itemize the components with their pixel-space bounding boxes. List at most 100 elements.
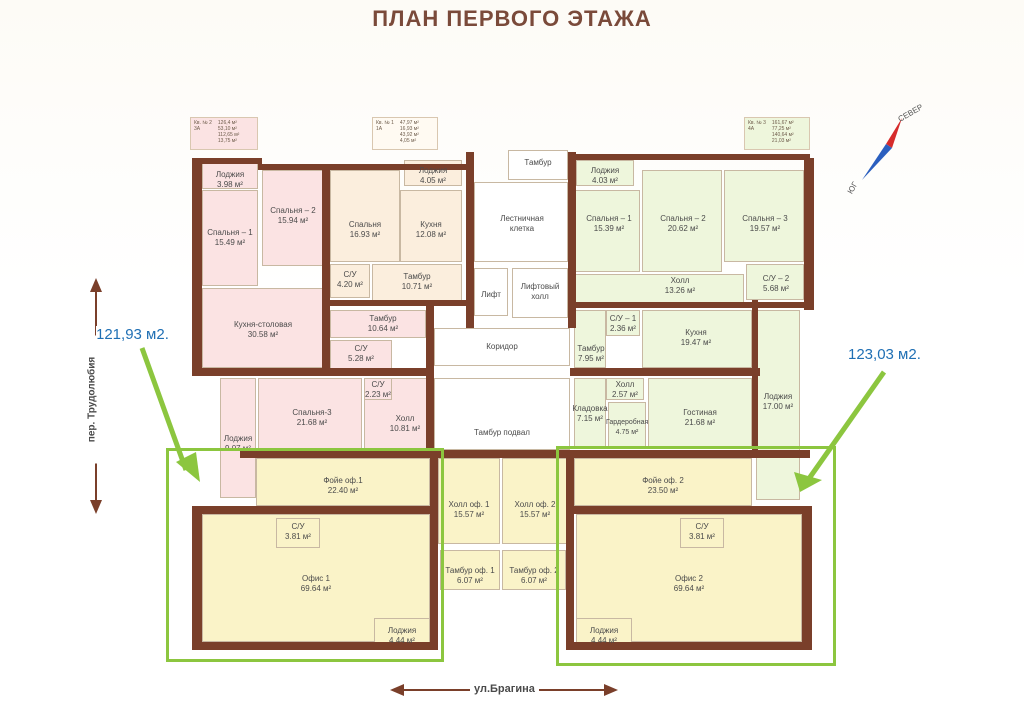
room-spalnya-3-right xyxy=(724,170,804,262)
room-tambur-top xyxy=(508,150,568,180)
room-su-b xyxy=(330,340,392,370)
wall-vert-c xyxy=(752,300,758,450)
wall-office-mid-left xyxy=(430,450,438,650)
label-lift: Лифт xyxy=(481,290,501,299)
room-koridor xyxy=(434,328,570,366)
wall-core-right xyxy=(568,152,576,328)
room-spalnya-1-right xyxy=(574,190,640,272)
label-lift-holl: Лифтовый холл xyxy=(520,282,560,301)
street-bottom-label: ул.Брагина xyxy=(470,683,539,695)
room-foye-1 xyxy=(256,458,430,506)
wall-vert-b xyxy=(426,300,434,450)
wall-top-mid-right xyxy=(570,154,810,160)
office-1-highlight xyxy=(166,448,444,662)
room-su-of-2 xyxy=(680,518,724,548)
room-su-c xyxy=(364,378,392,400)
label-lestnichnaya: Лестничная клетка xyxy=(500,214,544,233)
room-su-2-right xyxy=(746,264,804,300)
wall-h-3 xyxy=(240,450,810,458)
room-tambur-right xyxy=(574,310,606,368)
wall-office-right xyxy=(802,506,812,648)
room-spalnya-2-right xyxy=(642,170,722,272)
office-2-highlight xyxy=(556,446,836,666)
wall-outer-left xyxy=(192,158,202,374)
room-kuhnya-right xyxy=(642,310,752,368)
room-su-1-right xyxy=(606,310,640,336)
wall-core-left xyxy=(466,152,474,328)
wall-outer-top-left xyxy=(192,158,262,164)
room-kuhnya-a xyxy=(400,190,462,262)
room-holl-small xyxy=(606,378,644,400)
wall-h-2 xyxy=(570,368,760,376)
page-title: ПЛАН ПЕРВОГО ЭТАЖА xyxy=(372,6,652,31)
room-lodzhia-c xyxy=(220,378,256,498)
callout-left-area: 121,93 м2. xyxy=(96,326,169,343)
room-tambur-of-1 xyxy=(440,550,500,590)
wall-office-bottom-right xyxy=(566,642,812,650)
wall-h-4 xyxy=(330,300,470,306)
wall-office-left xyxy=(192,506,202,648)
room-spalnya-3 xyxy=(258,378,362,450)
wall-office-top-right xyxy=(574,506,812,514)
room-lift xyxy=(474,268,508,316)
label-koridor: Коридор xyxy=(486,342,518,351)
room-kuhnya-stolovaya xyxy=(202,288,324,368)
room-tambur-b xyxy=(330,310,426,338)
wall-office-top-left xyxy=(192,506,430,514)
room-spalnya xyxy=(330,170,400,262)
wall-office-mid-right xyxy=(566,450,574,650)
street-left-label: пер. Трудолюбия xyxy=(86,335,98,464)
room-lift-holl xyxy=(512,268,568,318)
wall-vert-a xyxy=(322,164,330,370)
room-lestnichnaya-kletka xyxy=(474,182,568,262)
compass-icon: СЕВЕР ЮГ xyxy=(846,102,922,195)
label-tambur-podval: Тамбур подвал xyxy=(474,428,530,437)
room-holl-of-1 xyxy=(438,458,500,544)
room-foye-2 xyxy=(574,458,752,506)
callout-right-area: 123,03 м2. xyxy=(848,346,921,363)
room-tambur-of-2 xyxy=(502,550,566,590)
label-tambur-top: Тамбур xyxy=(524,158,552,167)
wall-outer-right xyxy=(804,158,814,310)
room-su-of-1 xyxy=(276,518,320,548)
room-lodzhia-d xyxy=(576,160,634,186)
room-kladovka xyxy=(574,378,606,448)
wall-top-mid-left xyxy=(258,164,472,170)
room-garderobnaya xyxy=(608,402,646,448)
